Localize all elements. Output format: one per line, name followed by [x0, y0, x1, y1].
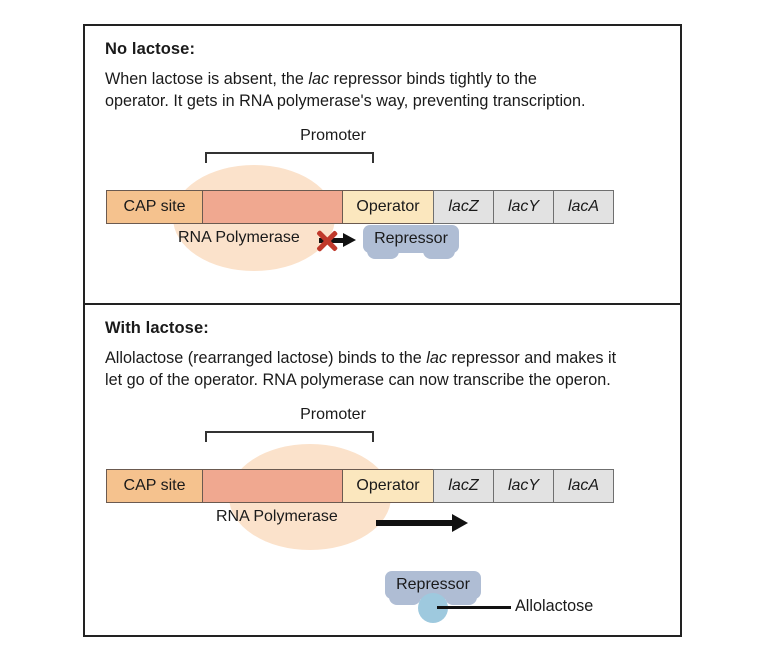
repressor-shape-top[interactable]: Repressor [363, 225, 459, 259]
operon-bar-top: CAP site Operator lacZ lacY lacA [106, 190, 614, 224]
repressor-label-bottom: Repressor [396, 576, 470, 593]
repressor-label-top: Repressor [374, 230, 448, 247]
segment-cap-site-bottom[interactable]: CAP site [106, 469, 202, 503]
transcription-blocked-x-icon [314, 228, 340, 254]
panel-body-with-lactose: Allolactose (rearranged lactose) binds t… [105, 347, 665, 391]
body-text-line2-2: let go of the operator. RNA polymerase c… [105, 371, 611, 389]
panel-heading-no-lactose: No lactose: [105, 40, 196, 58]
promoter-bracket-bottom [205, 431, 374, 442]
panel-heading-with-lactose: With lactose: [105, 319, 209, 337]
allolactose-leader-line [437, 606, 511, 609]
body-text-b: repressor binds tightly to the [329, 70, 537, 88]
operon-bar-bottom: CAP site Operator lacZ lacY lacA [106, 469, 614, 503]
rna-polymerase-label-top: RNA Polymerase [178, 229, 300, 246]
segment-promoter-bottom[interactable] [202, 469, 342, 503]
panel-no-lactose: No lactose: When lactose is absent, the … [85, 26, 680, 305]
body-text-a: When lactose is absent, the [105, 70, 309, 88]
segment-lacy-bottom[interactable]: lacY [493, 469, 553, 503]
rna-polymerase-label-bottom: RNA Polymerase [216, 508, 338, 525]
allolactose-label: Allolactose [515, 597, 594, 615]
segment-laca-top[interactable]: lacA [553, 190, 614, 224]
segment-lacz-bottom[interactable]: lacZ [433, 469, 493, 503]
body-text-b-2: repressor and makes it [446, 349, 617, 367]
panel-body-no-lactose: When lactose is absent, the lac represso… [105, 68, 665, 112]
promoter-bracket-top [205, 152, 374, 163]
promoter-label-bottom: Promoter [300, 406, 366, 423]
segment-laca-bottom[interactable]: lacA [553, 469, 614, 503]
segment-promoter-top[interactable] [202, 190, 342, 224]
segment-lacy-top[interactable]: lacY [493, 190, 553, 224]
repressor-foot-right-top [423, 243, 455, 259]
segment-lacz-top[interactable]: lacZ [433, 190, 493, 224]
promoter-label-top: Promoter [300, 127, 366, 144]
figure-frame: No lactose: When lactose is absent, the … [83, 24, 682, 637]
panel-with-lactose: With lactose: Allolactose (rearranged la… [85, 305, 680, 635]
body-text-italic-2: lac [426, 349, 447, 367]
segment-operator-top[interactable]: Operator [342, 190, 433, 224]
body-text-a-2: Allolactose (rearranged lactose) binds t… [105, 349, 427, 367]
repressor-foot-left-bottom [389, 589, 421, 605]
body-text-italic: lac [308, 70, 330, 88]
repressor-foot-right-bottom [445, 589, 477, 605]
segment-operator-bottom[interactable]: Operator [342, 469, 433, 503]
body-text-line2: operator. It gets in RNA polymerase's wa… [105, 92, 586, 110]
segment-cap-site-top[interactable]: CAP site [106, 190, 202, 224]
repressor-foot-left-top [367, 243, 399, 259]
